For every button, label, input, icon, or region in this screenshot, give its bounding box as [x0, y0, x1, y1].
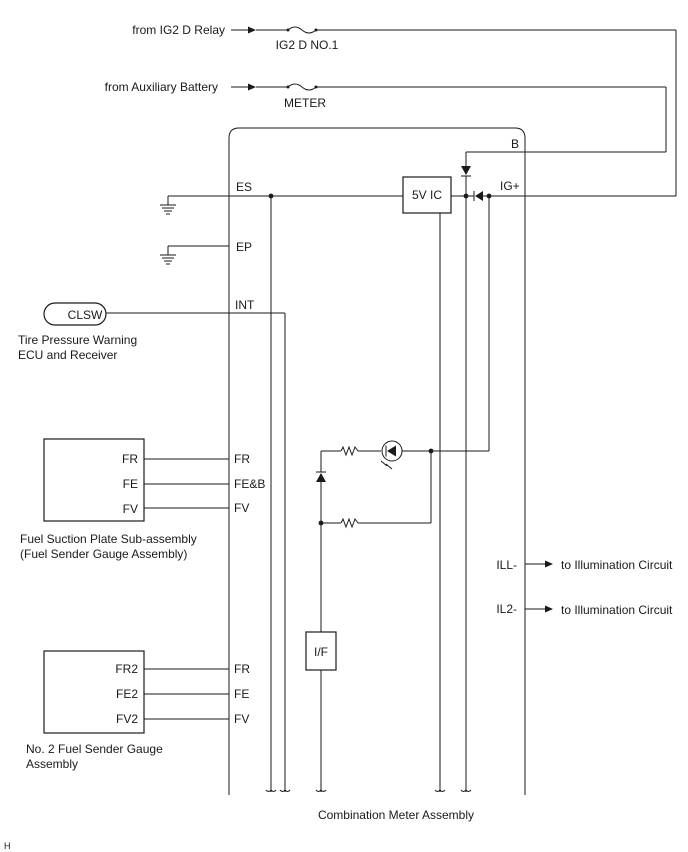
ground-icon	[160, 254, 176, 265]
fuel-suction-pin-fe: FE	[123, 477, 138, 491]
terminal-fr-2-label: FR	[234, 662, 250, 676]
terminal-ig-label: IG+	[500, 179, 520, 193]
arrow-right-icon	[545, 605, 553, 613]
fuel-sender-2-box	[43, 650, 145, 734]
tpms-name-line2: ECU and Receiver	[18, 348, 117, 362]
terminal-feb-label: FE&B	[234, 477, 265, 491]
meter-title: Combination Meter Assembly	[318, 808, 474, 822]
terminal-fv-label: FV	[234, 501, 249, 515]
arrow-right-icon	[248, 83, 256, 91]
output-il2-label: to Illumination Circuit	[561, 603, 673, 617]
fuse-meter-symbol	[287, 83, 317, 91]
fuse-ig2-label: IG2 D NO.1	[276, 38, 339, 52]
diode-ig-icon	[475, 191, 483, 201]
fuse-meter-label: METER	[284, 96, 326, 110]
resistor-lower	[340, 517, 359, 529]
footer-code: H	[4, 841, 11, 851]
arrow-right-icon	[545, 560, 553, 568]
ic-5v-box	[402, 176, 452, 214]
ic-5v-label: 5V IC	[412, 188, 442, 202]
fuel-suction-plate-box	[43, 438, 145, 522]
terminal-fv-2-label: FV	[234, 712, 249, 726]
fuel-suction-pin-fr: FR	[122, 452, 138, 466]
terminal-int-label: INT	[235, 298, 255, 312]
fuel-sender-2-name-line2: Assembly	[26, 757, 78, 771]
source-ig2-relay-label: from IG2 D Relay	[132, 23, 225, 37]
tpms-pin-clsw: CLSW	[68, 308, 103, 322]
terminal-es-label: ES	[236, 180, 252, 194]
fuse-ig2-symbol	[287, 26, 317, 34]
resistor-upper	[340, 445, 359, 457]
fuel-suction-pin-fv: FV	[123, 502, 138, 516]
terminal-b-label: B	[511, 137, 519, 151]
terminal-ep-label: EP	[236, 240, 252, 254]
tpms-name-line1: Tire Pressure Warning	[18, 333, 137, 347]
fuel-sender-2-pin-fe2: FE2	[116, 687, 138, 701]
fuel-sender-2-pin-fv2: FV2	[116, 712, 138, 726]
fuel-sender-2-pin-fr2: FR2	[115, 662, 138, 676]
diode-b-icon	[461, 166, 471, 175]
interface-label: I/F	[314, 645, 328, 659]
terminal-ill-label: ILL-	[496, 558, 517, 572]
fuel-suction-name-line2: (Fuel Sender Gauge Assembly)	[20, 547, 187, 561]
wire-break-marks	[265, 789, 472, 792]
tpms-connector	[43, 302, 107, 326]
fuel-sender-2-name-line1: No. 2 Fuel Sender Gauge	[26, 742, 163, 756]
fuel-suction-name-line1: Fuel Suction Plate Sub-assembly	[20, 532, 197, 546]
terminal-il2-label: IL2-	[496, 602, 517, 616]
diode-indicator-icon	[316, 473, 326, 482]
combination-meter-box	[228, 127, 526, 795]
terminal-fr-label: FR	[234, 452, 250, 466]
source-aux-battery-label: from Auxiliary Battery	[105, 80, 218, 94]
output-ill-label: to Illumination Circuit	[561, 558, 673, 572]
ground-icon	[160, 204, 176, 215]
arrow-right-icon	[248, 26, 256, 34]
terminal-fe-2-label: FE	[234, 687, 249, 701]
